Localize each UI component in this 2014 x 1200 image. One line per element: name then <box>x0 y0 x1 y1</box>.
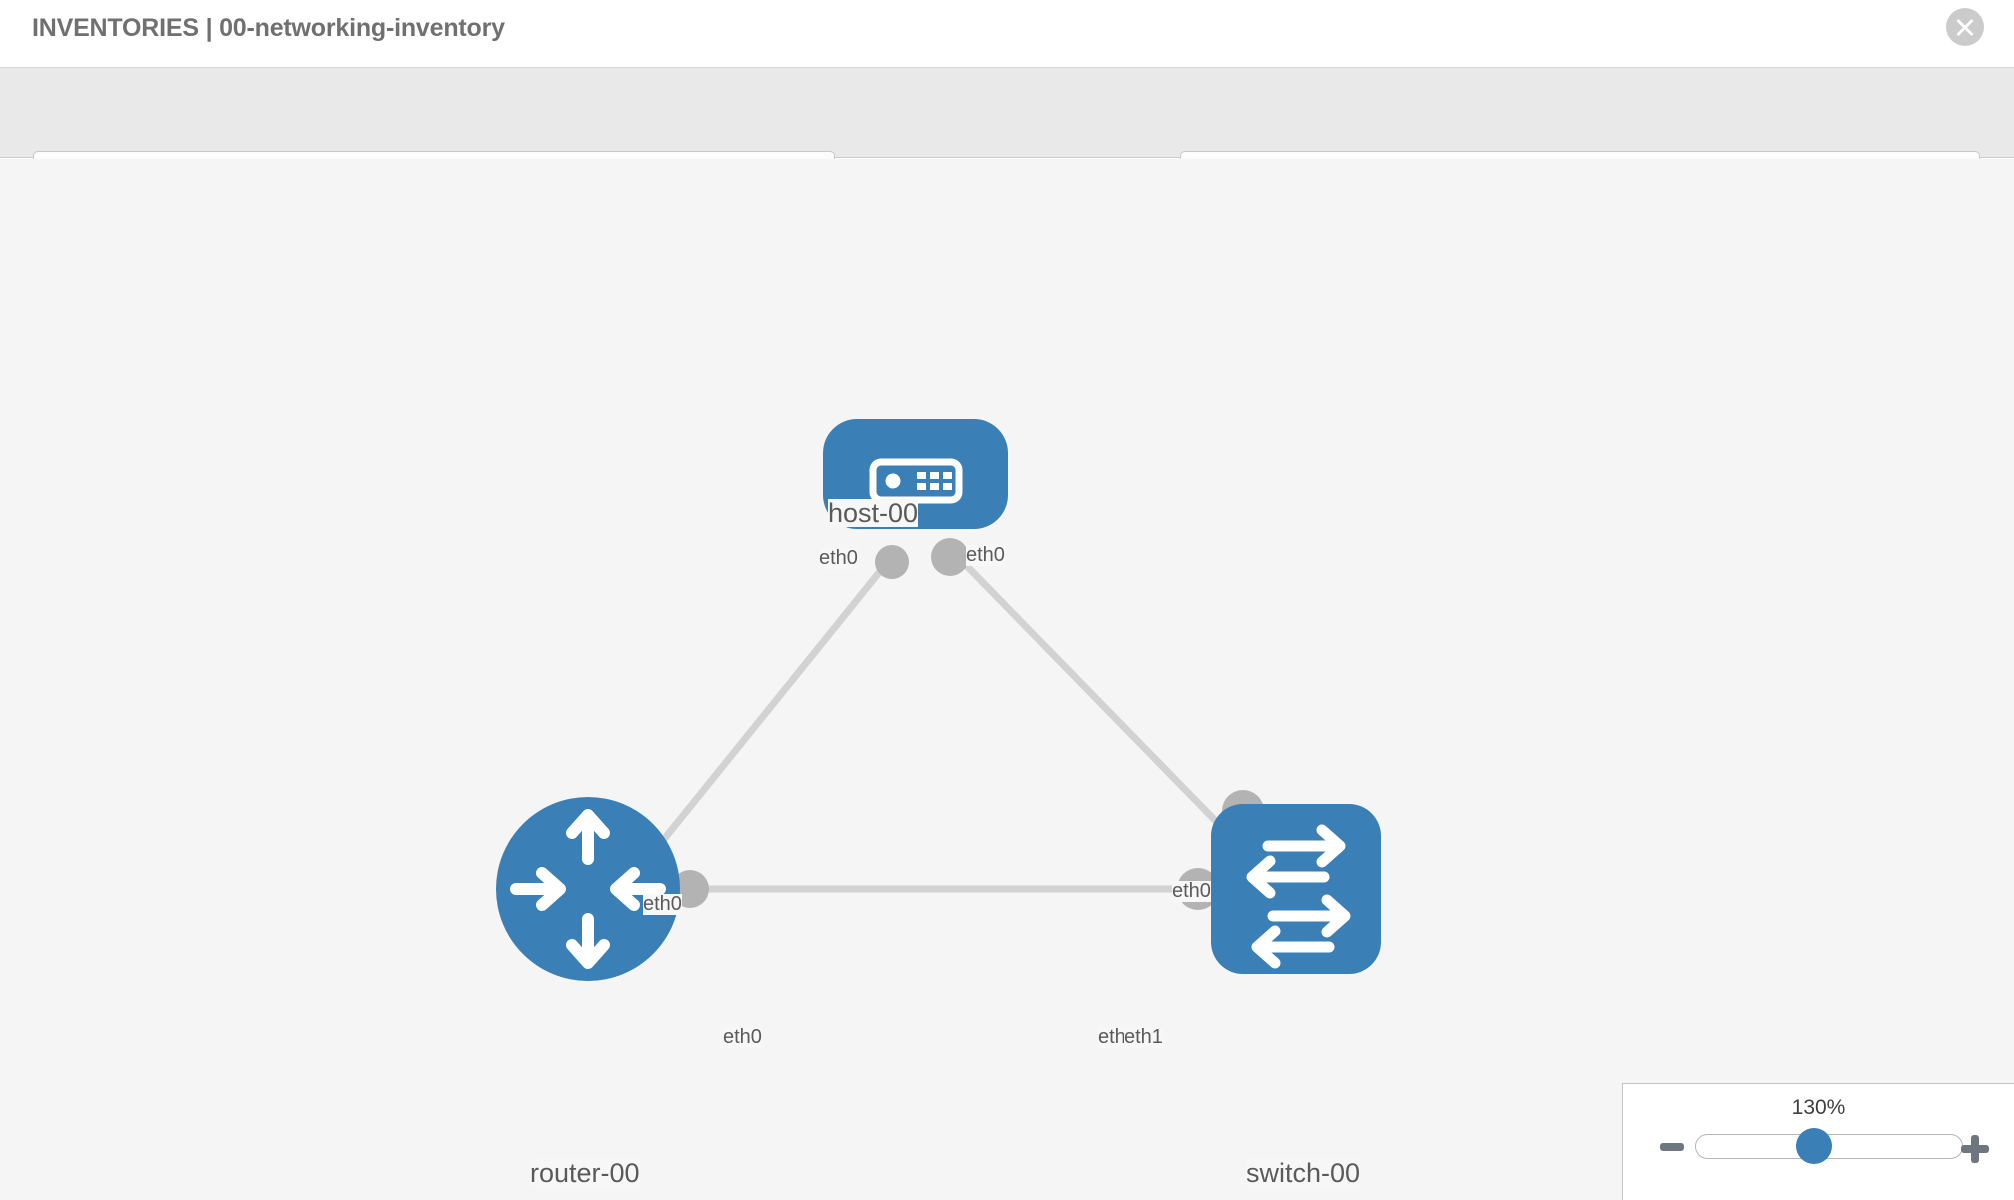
topology-links <box>637 556 1246 893</box>
node-label-host-00: host-00 <box>828 498 919 528</box>
topology-canvas[interactable]: host-00 router-00 switch-00 eth0 eth0 et… <box>0 159 2014 1200</box>
node-label-switch-00: switch-00 <box>1246 1158 1361 1188</box>
page-title: INVENTORIES | 00-networking-inventory <box>32 14 505 42</box>
interface-label-router00-eth0: eth0 <box>723 1026 762 1048</box>
topology-graph <box>496 419 1381 981</box>
interface-label-host00-left: eth0 <box>819 547 858 569</box>
node-router-00 <box>496 797 680 981</box>
interface-label-host00-right: eth0 <box>966 544 1005 566</box>
connector-host00-right <box>931 538 969 576</box>
zoom-slider-thumb[interactable] <box>1796 1128 1832 1164</box>
title-bar: INVENTORIES | 00-networking-inventory <box>0 0 2014 68</box>
toolbar: ACTIONS SEARCH <box>0 68 2014 206</box>
plus-icon[interactable] <box>1958 1132 1992 1171</box>
close-icon[interactable] <box>1946 8 1984 46</box>
minus-icon[interactable] <box>1657 1132 1687 1167</box>
node-label-router-00: router-00 <box>530 1158 640 1188</box>
interface-label-switch00-eth1: eth1 <box>1124 1026 1163 1048</box>
zoom-level-value: 130% <box>1791 1096 1846 1119</box>
interface-label-switch00-uplink: eth0 <box>1172 880 1211 902</box>
interface-label-router00-uplink: eth0 <box>643 893 682 915</box>
connector-host00-left <box>875 545 909 579</box>
zoom-control-panel: 130% <box>1622 1083 2014 1200</box>
link-host00-switch00 <box>957 556 1246 852</box>
link-host00-router00 <box>637 556 893 872</box>
node-switch-00 <box>1211 804 1381 974</box>
interface-label-switch00-partial: eth <box>1098 1026 1126 1048</box>
